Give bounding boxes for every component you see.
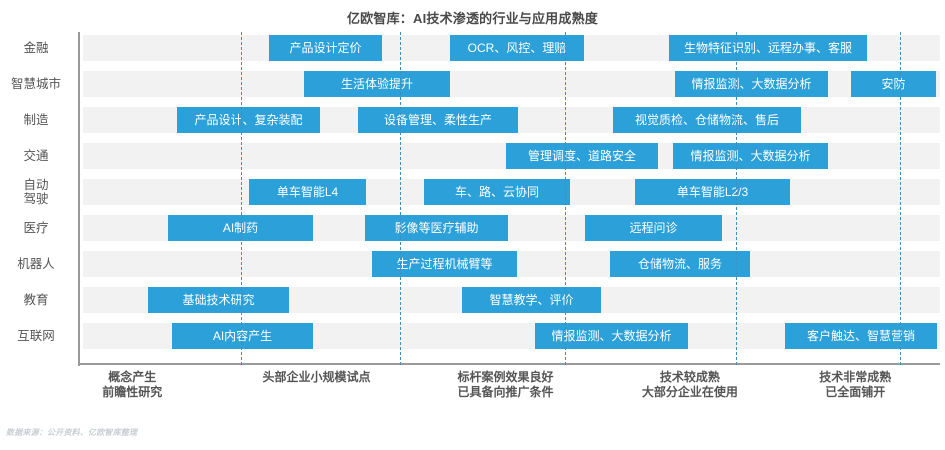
application-box[interactable]: 单车智能L4 — [249, 179, 366, 205]
application-box[interactable]: 基础技术研究 — [148, 287, 289, 313]
y-axis-category-label-line: 教育 — [23, 293, 49, 307]
y-axis-category-label-line: 金融 — [23, 41, 49, 55]
x-axis-stage-label: 标杆案例效果良好已具备向推广条件 — [396, 370, 616, 400]
y-axis-category-label: 机器人 — [0, 257, 72, 271]
x-axis-stage-label: 头部企业小规模试点 — [207, 370, 427, 385]
application-box[interactable]: 影像等医疗辅助 — [365, 215, 508, 241]
y-axis-category-label: 制造 — [0, 113, 72, 127]
y-axis-category-label-line: 驾驶 — [23, 192, 49, 206]
application-box[interactable]: AI制药 — [168, 215, 313, 241]
chart-row: 基础技术研究 智慧教学、评价 — [83, 287, 940, 313]
y-axis-category-label: 互联网 — [0, 329, 72, 343]
x-axis-stage-label-line2: 已全面铺开 — [825, 385, 886, 399]
application-box[interactable]: 产品设计、复杂装配 — [177, 107, 320, 133]
chart-row: AI内容产生 情报监测、大数据分析 客户触达、智慧营销 — [83, 323, 940, 349]
stage-divider-1 — [241, 32, 242, 365]
x-axis-stage-label-line2: 已具备向推广条件 — [457, 385, 554, 399]
application-box[interactable]: 管理调度、道路安全 — [506, 143, 658, 169]
x-axis-stage-label-line1: 技术非常成熟 — [819, 370, 892, 384]
x-axis-stage-label-line1: 标杆案例效果良好 — [457, 370, 554, 384]
stage-divider-5 — [900, 32, 901, 365]
application-box[interactable]: 安防 — [851, 71, 936, 97]
application-box[interactable]: 情报监测、大数据分析 — [535, 323, 688, 349]
application-box[interactable]: 客户触达、智慧营销 — [785, 323, 937, 349]
x-axis-stage-label-line1: 概念产生 — [108, 370, 157, 384]
stage-divider-2 — [400, 32, 401, 365]
chart-row: 生活体验提升 情报监测、大数据分析安防 — [83, 71, 940, 97]
application-box[interactable]: AI内容产生 — [172, 323, 313, 349]
application-box[interactable]: 单车智能L2/3 — [635, 179, 790, 205]
x-axis-stage-label-line2: 前瞻性研究 — [102, 385, 163, 399]
application-box[interactable]: 生物特征识别、远程办事、客服 — [669, 35, 867, 61]
y-axis-category-label: 医疗 — [0, 221, 72, 235]
x-axis-stage-label-line1: 头部企业小规模试点 — [262, 370, 371, 384]
application-box[interactable]: 情报监测、大数据分析 — [673, 143, 828, 169]
x-axis-stage-label: 概念产生前瞻性研究 — [22, 370, 242, 400]
application-box[interactable]: 仓储物流、服务 — [610, 251, 750, 277]
y-axis-category-label: 自动驾驶 — [0, 178, 72, 206]
y-axis-category-label: 交通 — [0, 149, 72, 163]
x-axis-stage-labels: 概念产生前瞻性研究头部企业小规模试点标杆案例效果良好已具备向推广条件技术较成熟大… — [0, 370, 945, 410]
x-axis-stage-label: 技术非常成熟已全面铺开 — [745, 370, 945, 400]
page-title: 亿欧智库：AI技术渗透的行业与应用成熟度 — [346, 11, 598, 26]
chart-row: 单车智能L4 车、路、云协同 单车智能L2/3 — [83, 179, 940, 205]
x-axis-line — [78, 363, 940, 365]
y-axis-category-label-line: 智慧城市 — [10, 77, 61, 91]
stage-divider-4 — [736, 32, 737, 365]
x-axis-stage-label: 技术较成熟大部分企业在使用 — [580, 370, 800, 400]
y-axis-line — [78, 32, 80, 366]
application-box[interactable]: 生活体验提升 — [304, 71, 450, 97]
application-box[interactable]: OCR、风控、理赔 — [450, 35, 584, 61]
y-axis-category-label: 金融 — [0, 41, 72, 55]
x-axis-stage-label-line2: 大部分企业在使用 — [641, 385, 738, 399]
application-box[interactable]: 车、路、云协同 — [424, 179, 570, 205]
y-axis-category-label-line: 机器人 — [17, 257, 55, 271]
y-axis-category-label: 智慧城市 — [0, 77, 72, 91]
y-axis-category-label-line: 医疗 — [23, 221, 49, 235]
x-axis-stage-label-line1: 技术较成熟 — [659, 370, 720, 384]
stage-divider-3 — [565, 32, 566, 365]
application-box[interactable]: 产品设计定价 — [269, 35, 382, 61]
chart-row: 产品设计、复杂装配 设备管理、柔性生产 视觉质检、仓储物流、售后 — [83, 107, 940, 133]
application-box[interactable]: 视觉质检、仓储物流、售后 — [613, 107, 801, 133]
chart-row: 生产过程机械臂等 仓储物流、服务 — [83, 251, 940, 277]
y-axis-category-label-line: 制造 — [23, 113, 49, 127]
chart-row: 产品设计定价 OCR、风控、理赔 生物特征识别、远程办事、客服 — [83, 35, 940, 61]
chart-row: 管理调度、道路安全情报监测、大数据分析 — [83, 143, 940, 169]
y-axis-category-label-line: 交通 — [23, 149, 49, 163]
y-axis-category-label-line: 互联网 — [17, 329, 55, 343]
chart-row: AI制药 影像等医疗辅助 远程问诊 — [83, 215, 940, 241]
source-note: 数据来源：公开资料、亿欧智库整理 — [6, 428, 138, 437]
application-box[interactable]: 生产过程机械臂等 — [372, 251, 517, 277]
application-box[interactable]: 情报监测、大数据分析 — [675, 71, 828, 97]
y-axis-category-label: 教育 — [0, 293, 72, 307]
application-box[interactable]: 智慧教学、评价 — [462, 287, 601, 313]
application-box[interactable]: 设备管理、柔性生产 — [358, 107, 518, 133]
y-axis-category-label-line: 自动 — [23, 178, 49, 192]
application-box[interactable]: 远程问诊 — [585, 215, 722, 241]
